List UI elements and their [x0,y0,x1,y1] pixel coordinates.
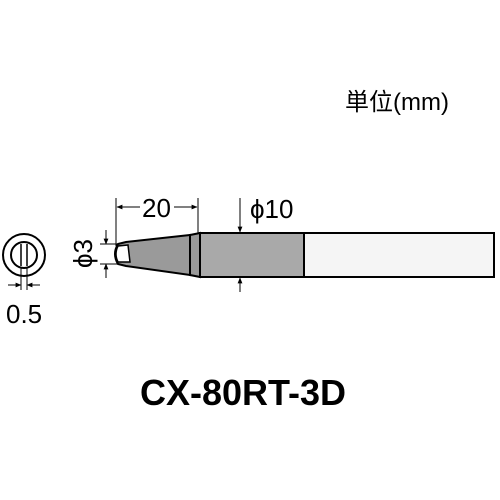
unit-label: 単位(mm) [345,89,449,116]
tip-length-label: 20 [142,193,171,223]
tip-side-view [114,231,495,279]
tip-diameter-label: ϕ3 [68,239,98,268]
model-name: CX-80RT-3D [140,372,346,413]
thickness-dimension [8,268,40,290]
shank-diameter-label: ϕ10 [250,194,293,224]
tip-thickness-label: 0.5 [6,299,42,329]
tip-end-view [2,233,46,277]
tip-length-dimension [115,198,199,246]
